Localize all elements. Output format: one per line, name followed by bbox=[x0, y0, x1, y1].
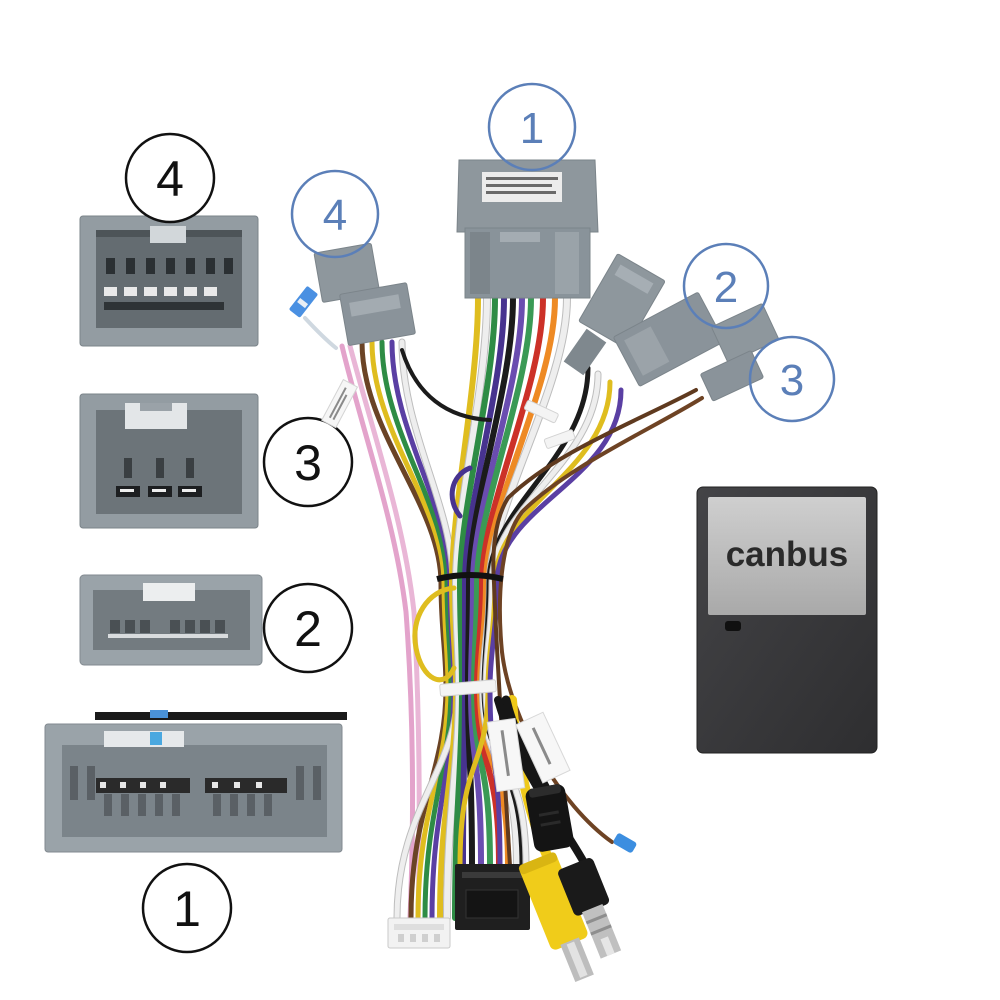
white-multi-pin-connector bbox=[387, 917, 451, 949]
wire-label-tag bbox=[515, 711, 571, 784]
zip-tie-white bbox=[523, 399, 559, 424]
connector-pins bbox=[108, 620, 228, 638]
wire-black bbox=[464, 295, 516, 869]
rca-male-yellow bbox=[518, 852, 594, 982]
callout-plug-4: 4 bbox=[290, 169, 380, 259]
zip-tie-white bbox=[439, 679, 497, 697]
connector-latch bbox=[143, 583, 195, 601]
wire-yellow-loop bbox=[412, 585, 457, 683]
connector-2-face bbox=[79, 574, 263, 666]
wire-green bbox=[470, 295, 534, 869]
black-multi-pin-connector bbox=[455, 864, 530, 930]
callout-face-1: 1 bbox=[141, 862, 233, 954]
callout-number: 2 bbox=[714, 263, 738, 312]
wire-label-tag bbox=[486, 717, 526, 793]
callout-number: 3 bbox=[294, 435, 322, 491]
wire-black bbox=[400, 348, 492, 422]
connector-pins bbox=[104, 258, 233, 310]
connector-3-face bbox=[79, 393, 259, 529]
callout-number: 2 bbox=[294, 601, 322, 657]
canbus-button bbox=[725, 621, 741, 631]
canbus-label-panel bbox=[708, 497, 866, 615]
zip-tie-black bbox=[436, 572, 504, 582]
connector-1-face bbox=[44, 710, 347, 853]
callout-face-2: 2 bbox=[262, 582, 354, 674]
callout-number: 4 bbox=[323, 191, 347, 240]
canbus-label: canbus bbox=[726, 535, 849, 574]
callout-plug-3: 3 bbox=[748, 335, 836, 423]
wire-green bbox=[379, 339, 454, 921]
wire-yellow bbox=[369, 339, 451, 921]
callout-plug-2: 2 bbox=[682, 242, 770, 330]
callout-number: 1 bbox=[520, 104, 544, 153]
connector-cavity bbox=[96, 230, 242, 328]
callout-face-3: 3 bbox=[262, 416, 354, 508]
connector-pins bbox=[70, 766, 321, 816]
callout-face-4: 4 bbox=[124, 132, 216, 224]
blue-pin-terminal bbox=[289, 286, 318, 318]
connector-pins bbox=[116, 458, 202, 497]
rear-wires bbox=[95, 712, 347, 720]
connector-latch bbox=[104, 731, 184, 747]
callout-number: 1 bbox=[173, 881, 201, 937]
wire-label-tag bbox=[321, 378, 359, 429]
connector-1-plug bbox=[456, 159, 599, 299]
callout-number: 3 bbox=[780, 356, 804, 405]
connector-4-face bbox=[79, 215, 259, 347]
rca-female-black bbox=[525, 784, 574, 852]
callout-number: 4 bbox=[156, 151, 184, 207]
wire-purple bbox=[460, 295, 507, 869]
rca-male-black bbox=[558, 858, 622, 959]
canbus-box: canbus bbox=[696, 486, 878, 754]
connector-4-plug bbox=[313, 242, 416, 346]
wire-bundle bbox=[303, 294, 704, 922]
wire-red bbox=[473, 295, 546, 869]
connector-3-plug bbox=[700, 303, 779, 402]
zip-tie-white bbox=[543, 429, 576, 449]
callout-plug-1: 1 bbox=[487, 82, 577, 172]
blue-pin-terminal bbox=[613, 833, 637, 853]
wire-purple-loop bbox=[449, 465, 473, 519]
wire-light-gray bbox=[303, 316, 338, 350]
connector-latch bbox=[150, 226, 186, 243]
